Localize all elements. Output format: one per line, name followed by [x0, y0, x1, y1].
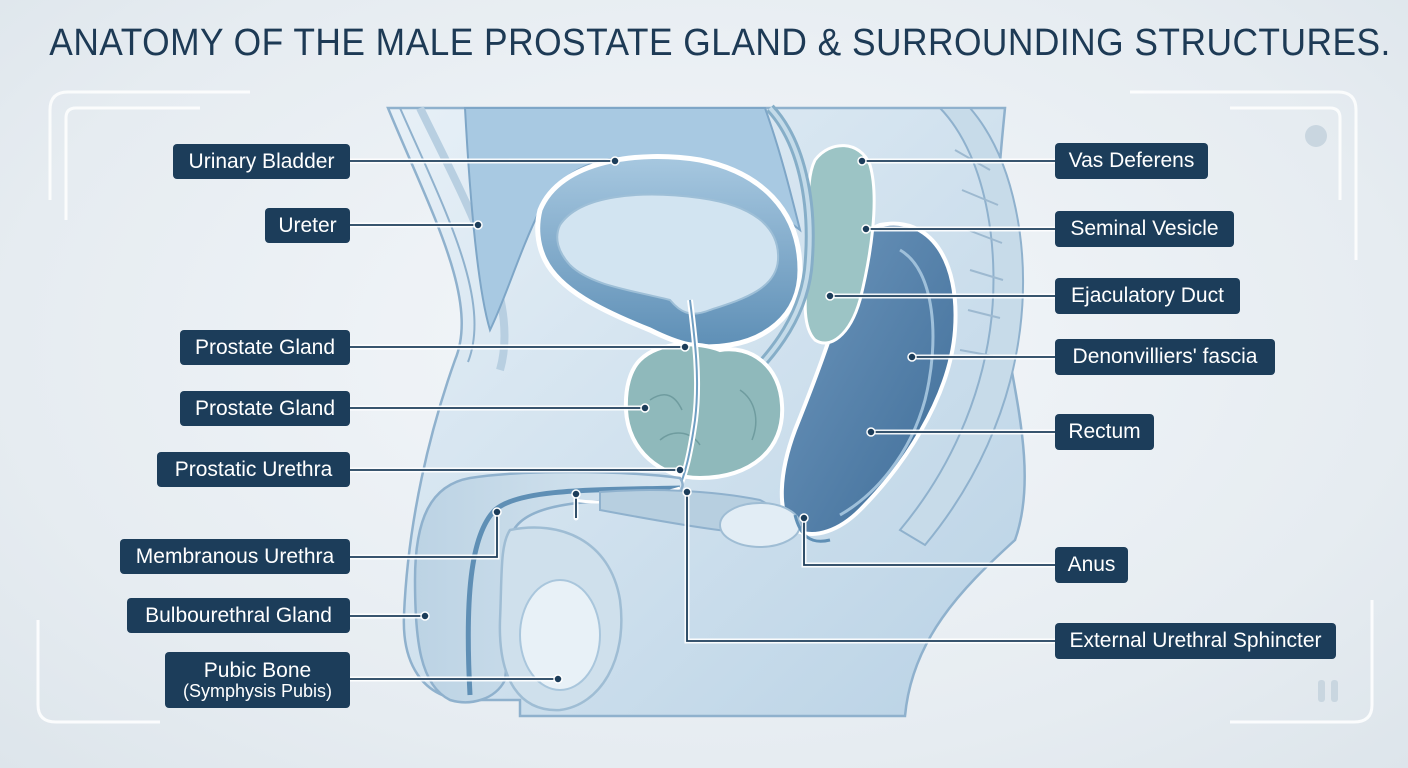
label-denonvilliers-fascia: Denonvilliers' fascia — [1055, 339, 1275, 375]
testis — [519, 579, 601, 691]
label-prostate-gland: Prostate Gland — [180, 330, 350, 365]
leader-endpoints — [420, 156, 917, 684]
label-prostate-gland: Prostate Gland — [180, 391, 350, 426]
abdominal-wall — [399, 107, 476, 363]
label-external-urethral-sphincter: External Urethral Sphincter — [1055, 623, 1336, 659]
page-title: ANATOMY OF THE MALE PROSTATE GLAND & SUR… — [49, 22, 1391, 64]
label-seminal-vesicle: Seminal Vesicle — [1055, 211, 1234, 247]
rectal-wall — [839, 248, 935, 517]
prostate-gland — [623, 342, 785, 481]
decorative-dot — [1305, 125, 1327, 147]
label-ureter: Ureter — [265, 208, 350, 243]
label-bulbourethral-gland: Bulbourethral Gland — [127, 598, 350, 633]
decorative-bar — [1331, 680, 1338, 702]
sacrum — [898, 107, 1024, 547]
label-ejaculatory-duct: Ejaculatory Duct — [1055, 278, 1240, 314]
label-membranous-urethra: Membranous Urethra — [120, 539, 350, 574]
label-urinary-bladder: Urinary Bladder — [173, 144, 350, 179]
prostatic-urethra — [677, 299, 699, 491]
prostate-texture — [649, 389, 757, 446]
label-pubic-bone-line2: (Symphysis Pubis) — [182, 680, 333, 701]
label-vas-deferens: Vas Deferens — [1055, 143, 1208, 179]
vas-deferens — [728, 106, 812, 397]
label-rectum: Rectum — [1055, 414, 1154, 450]
leader-lines — [350, 160, 1055, 680]
decorative-frame — [36, 90, 1374, 724]
label-pubic-bone-line1: Pubic Bone — [203, 658, 312, 682]
label-anus: Anus — [1055, 547, 1128, 583]
bladder-lumen — [556, 193, 780, 315]
label-prostatic-urethra: Prostatic Urethra — [157, 452, 350, 487]
label-pubic-bone: Pubic Bone (Symphysis Pubis) — [165, 652, 350, 708]
bulb-of-penis — [719, 502, 801, 548]
anus — [793, 514, 831, 543]
decorative-bar — [1318, 680, 1325, 702]
